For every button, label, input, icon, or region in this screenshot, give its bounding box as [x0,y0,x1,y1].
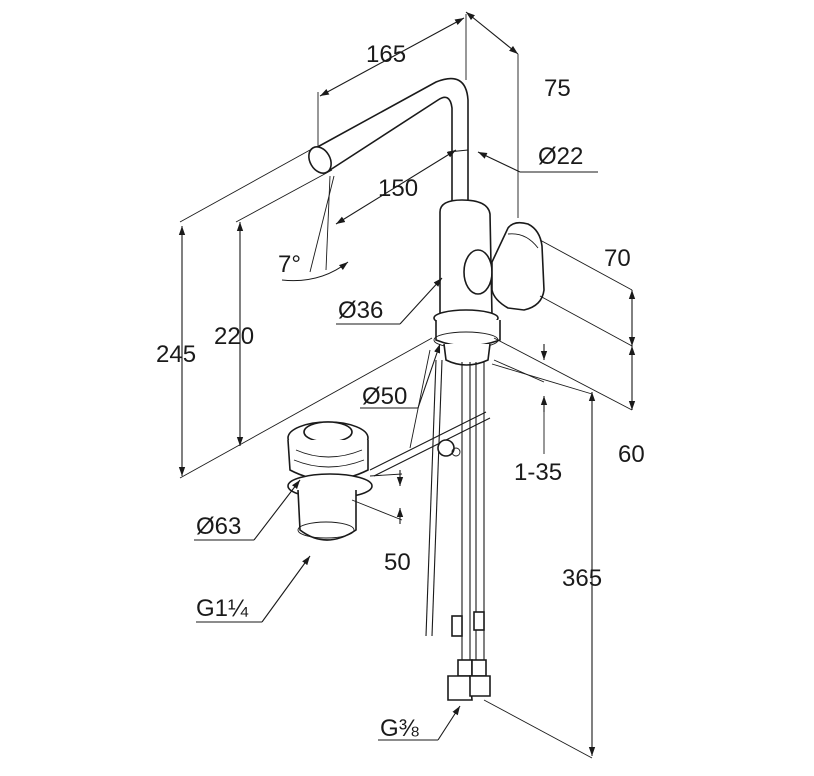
dim-365: 365 [562,565,602,592]
dim-50-diameter: Ø50 [362,383,407,410]
thread-g1-1-4: G1¼ [196,595,249,622]
faucet-mount-ring [433,309,501,366]
dim-36-diameter: Ø36 [338,297,383,324]
dim-220: 220 [214,323,254,350]
dim-22-diameter: Ø22 [538,143,583,170]
thread-g3-8: G⅜ [380,715,420,742]
dim-165: 165 [366,41,406,68]
dim-63-diameter: Ø63 [196,513,241,540]
dim-1-35: 1-35 [514,459,562,486]
supply-hoses [447,362,491,701]
dimension-lines [178,11,636,759]
faucet-body [439,199,545,327]
dimension-labels: 165 75 Ø22 150 7° 70 Ø36 245 220 Ø50 60 … [156,41,645,742]
dim-245: 245 [156,341,196,368]
waste-valve [287,421,373,541]
drain-rod [369,359,491,637]
dim-7-degrees: 7° [278,251,301,278]
dim-75: 75 [544,75,571,102]
dim-50: 50 [384,549,411,576]
dim-150: 150 [378,175,418,202]
dim-60: 60 [618,441,645,468]
dim-70: 70 [604,245,631,272]
